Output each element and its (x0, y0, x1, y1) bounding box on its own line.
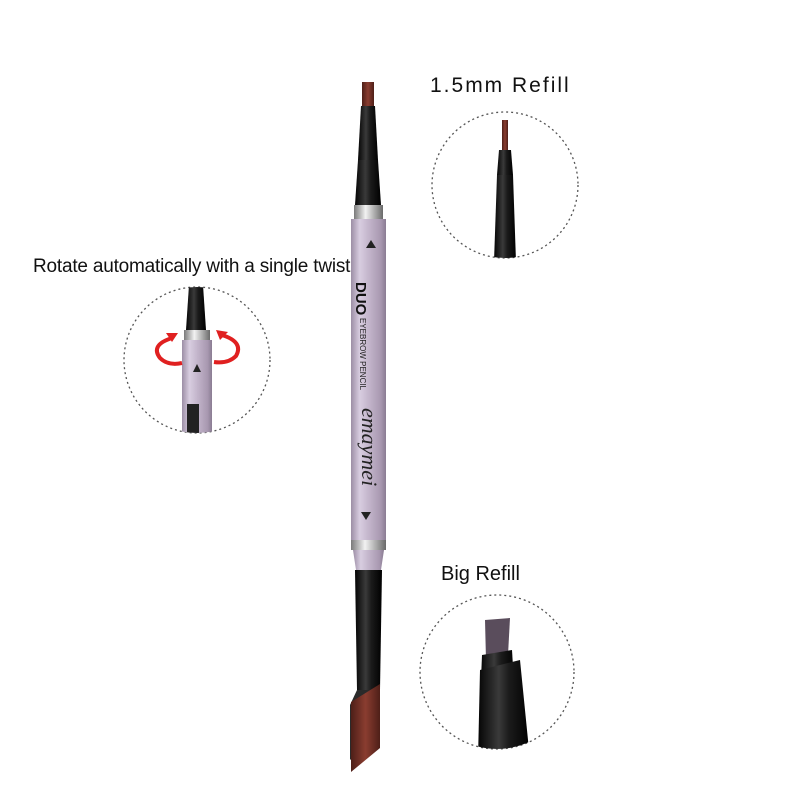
big-refill-closeup (419, 594, 575, 750)
down-arrow-icon (361, 512, 371, 520)
slanted-lead-tip (351, 684, 380, 772)
rotate-arrow-left-icon (155, 336, 183, 366)
top-thin-tube (358, 106, 378, 160)
duo-logo: DUO (352, 282, 369, 316)
twist-caption: Rotate automatically with a single twist… (33, 256, 356, 277)
fine-refill-label: 1.5mm Refill (430, 74, 571, 97)
fine-lead-tip (362, 82, 374, 106)
pencil-body (351, 219, 386, 540)
fine-refill-closeup (431, 111, 579, 259)
big-refill-label: Big Refill (441, 563, 520, 585)
product-name: EYEBROW PENCIL (358, 318, 367, 391)
up-arrow-icon (366, 240, 376, 248)
eyebrow-pencil: DUO EYEBROW PENCIL emaymei (350, 82, 386, 772)
rotate-arrow-right-icon (213, 333, 241, 365)
bottom-black-tube (355, 570, 382, 690)
brand-name: emaymei (357, 408, 382, 486)
twist-closeup (123, 286, 271, 434)
